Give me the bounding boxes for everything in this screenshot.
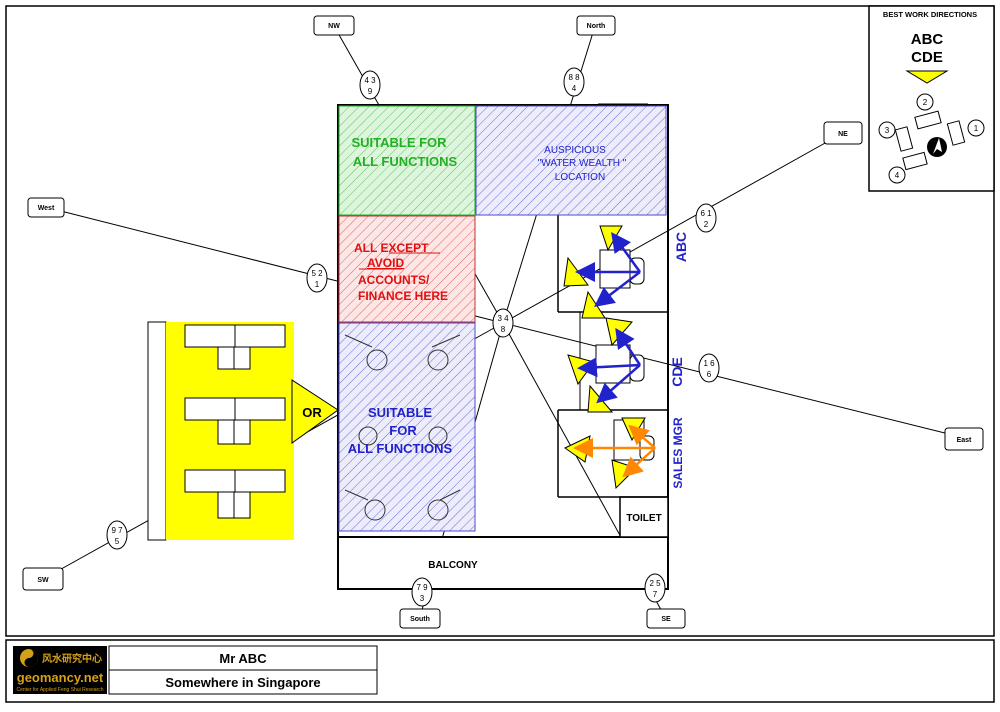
legend-desks (894, 110, 966, 171)
dir-ne: NE (838, 131, 848, 138)
star-north-top: 8 8 (568, 73, 580, 82)
zone-green (338, 105, 476, 216)
dir-south: South (410, 616, 430, 623)
label-abc: ABC (673, 232, 689, 262)
alternative-layout (147, 321, 339, 541)
line-east (502, 322, 966, 439)
zone-blue-line1: SUITABLE (368, 405, 432, 420)
logo-tagline: Center for Applied Feng Shui Research (17, 687, 104, 693)
client-name: Mr ABC (219, 651, 267, 666)
star-se-top: 2 5 (649, 579, 661, 588)
zone-green-line1: SUITABLE FOR (351, 135, 447, 150)
zone-green-line2: ALL FUNCTIONS (353, 154, 458, 169)
zone-red-line3: ACCOUNTS/ (358, 273, 430, 287)
star-west-bottom: 1 (315, 280, 320, 289)
zone-blue-line2: FOR (389, 423, 417, 438)
dir-nw: NW (328, 23, 340, 30)
label-sales-mgr: SALES MGR (671, 417, 685, 489)
zone-water-line1: AUSPICIOUS (544, 145, 606, 156)
legend-seat-4: 4 (895, 171, 900, 180)
dir-west: West (38, 205, 55, 212)
dir-se: SE (661, 616, 671, 623)
star-sw-top: 9 7 (111, 526, 123, 535)
label-balcony: BALCONY (428, 560, 478, 571)
zone-red-line4: FINANCE HERE (358, 289, 448, 303)
right-desks (595, 249, 655, 461)
zone-blue-line3: ALL FUNCTIONS (348, 441, 453, 456)
legend-seat-2: 2 (923, 98, 928, 107)
dir-north: North (587, 23, 606, 30)
legend-title: BEST WORK DIRECTIONS (883, 10, 977, 19)
sheet-border (5, 5, 995, 637)
legend-seat-3: 3 (885, 126, 890, 135)
orange-direction-arrows (573, 424, 656, 478)
star-ovals (106, 67, 720, 607)
legend-seat-1: 1 (974, 124, 979, 133)
star-sw-bottom: 5 (115, 537, 120, 546)
star-center-top: 3 4 (497, 314, 509, 323)
client-location: Somewhere in Singapore (165, 675, 320, 690)
star-west-top: 5 2 (311, 269, 323, 278)
logo-brand: geomancy.net (17, 670, 104, 685)
dir-east: East (957, 437, 972, 444)
direction-boxes (22, 15, 984, 629)
zone-water-line3: LOCATION (555, 172, 605, 183)
zone-red-title: ALL EXCEPT (354, 241, 429, 255)
zone-blue (338, 322, 476, 532)
label-toilet: TOILET (626, 513, 661, 524)
zone-red-avoid: AVOID (367, 256, 404, 270)
floor-plan (337, 103, 669, 590)
or-label: OR (302, 405, 322, 420)
star-north-bottom: 4 (572, 84, 577, 93)
star-center-bottom: 8 (501, 325, 506, 334)
star-east-top: 1 6 (703, 359, 715, 368)
dir-sw: SW (37, 577, 49, 584)
footer-border (5, 639, 995, 703)
legend: BEST WORK DIRECTIONS ABC CDE 2 1 3 4 (868, 5, 995, 192)
star-nw-bottom: 9 (368, 87, 373, 96)
legend-line1: ABC (911, 31, 944, 48)
footer: 风水研究中心 geomancy.net Center for Applied F… (13, 645, 378, 695)
star-se-bottom: 7 (653, 590, 658, 599)
legend-down-arrow (905, 70, 949, 84)
star-nw-top: 4 3 (364, 76, 376, 85)
zone-blue-furniture (344, 334, 461, 521)
legend-line2: CDE (911, 49, 943, 66)
blue-direction-arrows (575, 231, 642, 404)
label-cde: CDE (669, 357, 685, 387)
compass-needle-icon (933, 138, 942, 154)
workstation-group (184, 324, 286, 519)
star-ne-bottom: 2 (704, 220, 709, 229)
balcony-room (337, 536, 669, 590)
star-south-top: 7 9 (416, 583, 428, 592)
star-ne-top: 6 1 (700, 209, 712, 218)
zone-water-line2: "WATER WEALTH " (538, 158, 627, 169)
star-south-bottom: 3 (420, 594, 425, 603)
logo-chinese: 风水研究中心 (42, 652, 102, 665)
or-arrow (291, 379, 339, 444)
line-ne (502, 132, 844, 324)
star-east-bottom: 6 (707, 370, 712, 379)
zone-water-wealth (475, 105, 667, 216)
